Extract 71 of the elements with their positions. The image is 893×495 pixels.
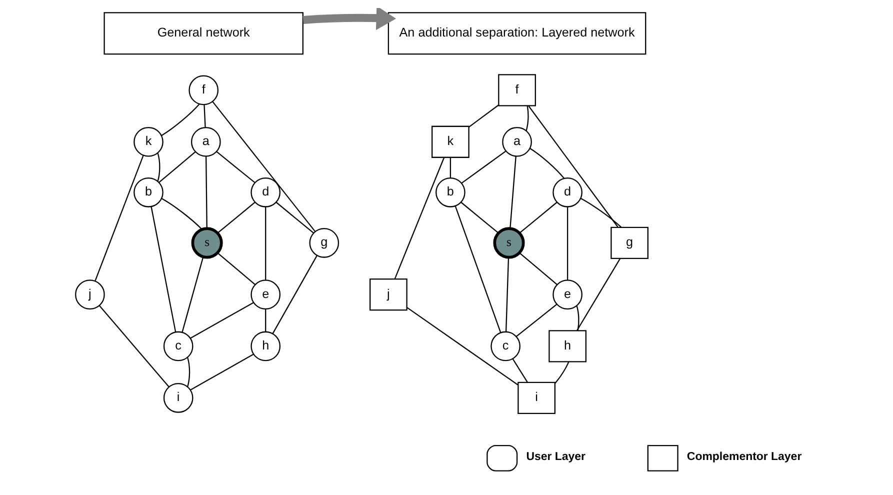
connector — [576, 306, 579, 331]
node-circle: s — [492, 227, 524, 259]
connector — [460, 202, 498, 234]
connector — [504, 257, 509, 332]
node-circle: s — [190, 227, 222, 259]
node-box: j — [369, 278, 407, 311]
connector — [264, 207, 266, 280]
node-box: k — [431, 126, 469, 158]
connector — [158, 151, 196, 183]
connector — [204, 156, 207, 228]
connector — [509, 156, 516, 228]
connector — [275, 202, 314, 234]
node-circle: e — [250, 280, 280, 310]
node-circle: a — [190, 126, 220, 157]
connector — [529, 148, 564, 179]
connector — [518, 202, 557, 234]
node-box: f — [498, 74, 536, 106]
legend-label: User Layer — [526, 450, 586, 463]
node-circle: d — [552, 177, 582, 208]
connector — [272, 255, 317, 334]
node-circle: c — [490, 331, 520, 362]
node-circle: g — [308, 228, 339, 258]
connector — [518, 252, 557, 285]
legend-label: Complementor Layer — [686, 450, 802, 463]
node-circle: j — [74, 280, 104, 310]
node-circle: a — [502, 126, 532, 157]
node-box: i — [517, 382, 555, 414]
connector — [554, 362, 569, 384]
connector — [468, 104, 498, 128]
connector — [212, 101, 315, 232]
connector — [515, 304, 557, 338]
connector — [216, 151, 255, 183]
connector — [566, 207, 568, 280]
node-box: General network — [103, 12, 303, 55]
connector — [190, 354, 254, 390]
connector — [394, 157, 444, 279]
connector — [190, 302, 254, 339]
node-circle: h — [250, 331, 280, 362]
node-box: An additional separation: Layered network — [387, 12, 646, 55]
connector — [156, 153, 160, 182]
connector — [406, 306, 518, 386]
node-circle: k — [133, 126, 163, 157]
node-circle: b — [435, 177, 465, 208]
connector — [216, 202, 255, 234]
node-circle: b — [133, 177, 163, 208]
node-circle: c — [162, 331, 193, 362]
node-circle: i — [162, 382, 193, 413]
connector — [580, 198, 622, 228]
node-circle: d — [250, 177, 280, 208]
connector — [216, 252, 255, 285]
connector — [181, 256, 204, 332]
connector — [150, 206, 176, 332]
connector — [186, 357, 190, 387]
connector — [449, 158, 451, 178]
connector — [160, 104, 200, 136]
connector — [94, 155, 144, 282]
connector — [203, 104, 206, 128]
node-box: g — [610, 226, 648, 259]
node-circle: e — [552, 280, 582, 310]
connector — [264, 309, 266, 332]
connector — [460, 150, 506, 184]
connector — [454, 206, 501, 333]
node-box: h — [548, 330, 586, 362]
connector — [525, 106, 528, 131]
connector — [512, 358, 528, 382]
connector — [160, 198, 202, 230]
connector — [98, 305, 169, 388]
connector — [528, 106, 618, 228]
connector — [576, 258, 620, 332]
node-circle: f — [188, 75, 218, 106]
arrow — [302, 8, 396, 30]
